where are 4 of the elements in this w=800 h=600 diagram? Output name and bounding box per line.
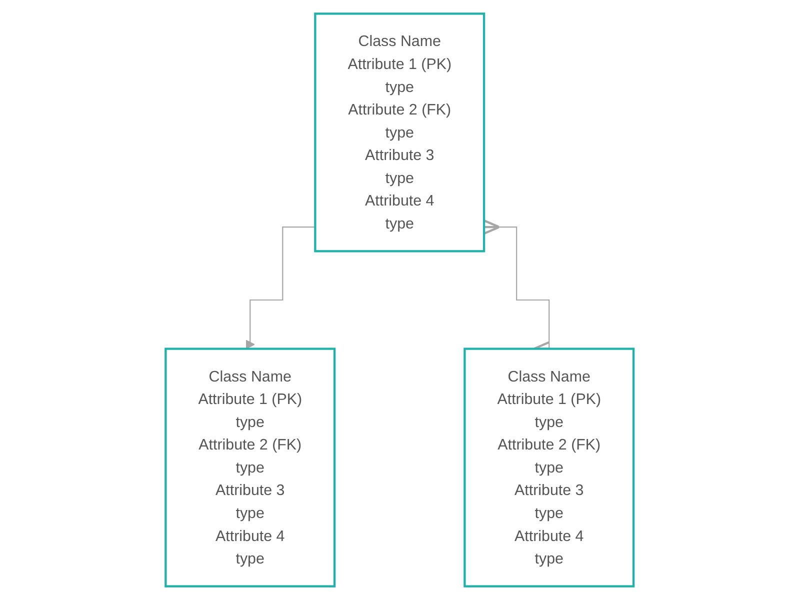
node-box: Class Name Attribute 1 (PK) type Attribute 2 (FK) type Attribute 3 type Attribute 4 type — [314, 12, 486, 252]
arrow — [246, 226, 316, 350]
node-box: Class Name Attribute 1 (PK) type Attribute 2 (FK) type Attribute 3 type Attribute 4 type — [464, 348, 636, 588]
node-box: Class Name Attribute 1 (PK) type Attribute 2 (FK) type Attribute 3 type Attribute 4 type — [164, 348, 336, 588]
